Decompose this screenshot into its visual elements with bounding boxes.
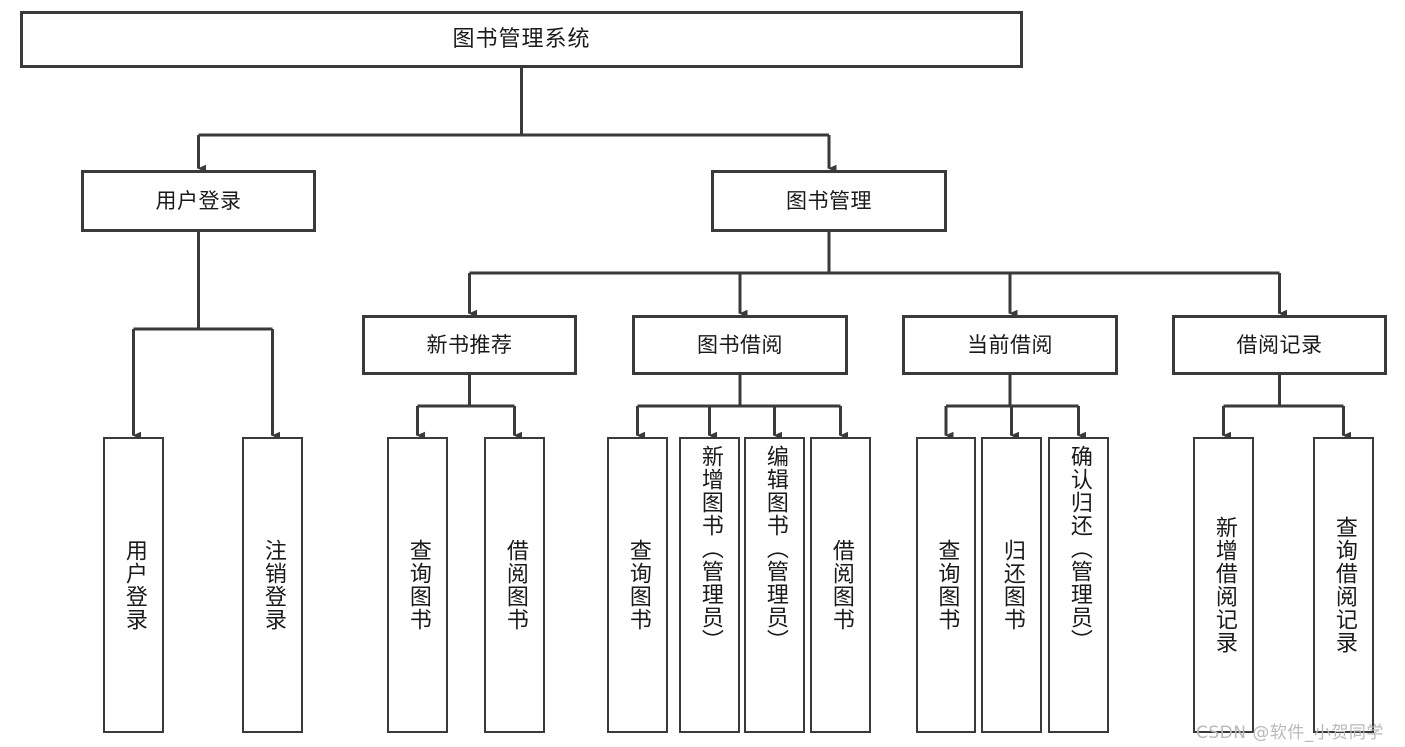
leaf-leaf-borrow-book-1[interactable]: 借阅图书 [484, 437, 545, 733]
leaf-label: 用户登录 [121, 539, 147, 631]
leaf-label: 查询图书 [625, 539, 651, 631]
leaf-leaf-borrow-book-2[interactable]: 借阅图书 [810, 437, 871, 733]
node-borrow-record[interactable]: 借阅记录 [1172, 315, 1387, 375]
node-user-login[interactable]: 用户登录 [81, 170, 316, 232]
leaf-label: 借阅图书 [828, 539, 854, 631]
leaf-label: 查询图书 [934, 539, 960, 631]
leaf-leaf-add-record[interactable]: 新增借阅记录 [1193, 437, 1254, 733]
leaf-leaf-edit-book[interactable]: 编辑图书（管理员） [744, 437, 805, 733]
leaf-label: 借阅图书 [502, 539, 528, 631]
leaf-label: 确认归还（管理员） [1066, 445, 1092, 652]
leaf-leaf-query-book-3[interactable]: 查询图书 [916, 437, 976, 733]
node-book-borrow[interactable]: 图书借阅 [632, 315, 848, 375]
leaf-leaf-query-record[interactable]: 查询借阅记录 [1313, 437, 1374, 733]
node-label: 借阅记录 [1236, 332, 1323, 357]
leaf-label: 新增图书（管理员） [697, 445, 723, 652]
node-label: 当前借阅 [967, 332, 1053, 357]
leaf-label: 查询借阅记录 [1331, 516, 1357, 654]
node-current-borrow[interactable]: 当前借阅 [902, 315, 1118, 375]
leaf-label: 查询图书 [405, 539, 431, 631]
leaf-leaf-confirm-return[interactable]: 确认归还（管理员） [1048, 437, 1109, 733]
node-root[interactable]: 图书管理系统 [20, 11, 1023, 68]
connector-lines [132, 68, 1352, 440]
leaf-leaf-logout[interactable]: 注销登录 [242, 437, 303, 733]
leaf-label: 编辑图书（管理员） [762, 445, 788, 652]
leaf-leaf-return-book[interactable]: 归还图书 [981, 437, 1042, 733]
leaf-leaf-user-login[interactable]: 用户登录 [103, 437, 164, 733]
node-label: 图书管理 [786, 188, 872, 213]
leaf-leaf-query-book-2[interactable]: 查询图书 [607, 437, 668, 733]
node-label: 新书推荐 [426, 332, 513, 357]
leaf-label: 归还图书 [999, 539, 1025, 631]
leaf-label: 新增借阅记录 [1211, 516, 1237, 654]
node-book-manage[interactable]: 图书管理 [711, 170, 947, 232]
leaf-leaf-add-book[interactable]: 新增图书（管理员） [679, 437, 740, 733]
node-label: 用户登录 [155, 188, 242, 213]
leaf-leaf-query-book-1[interactable]: 查询图书 [387, 437, 448, 733]
node-label: 图书管理系统 [452, 26, 591, 52]
node-label: 图书借阅 [697, 332, 783, 357]
leaf-label: 注销登录 [260, 539, 286, 631]
node-new-book-rec[interactable]: 新书推荐 [362, 315, 577, 375]
